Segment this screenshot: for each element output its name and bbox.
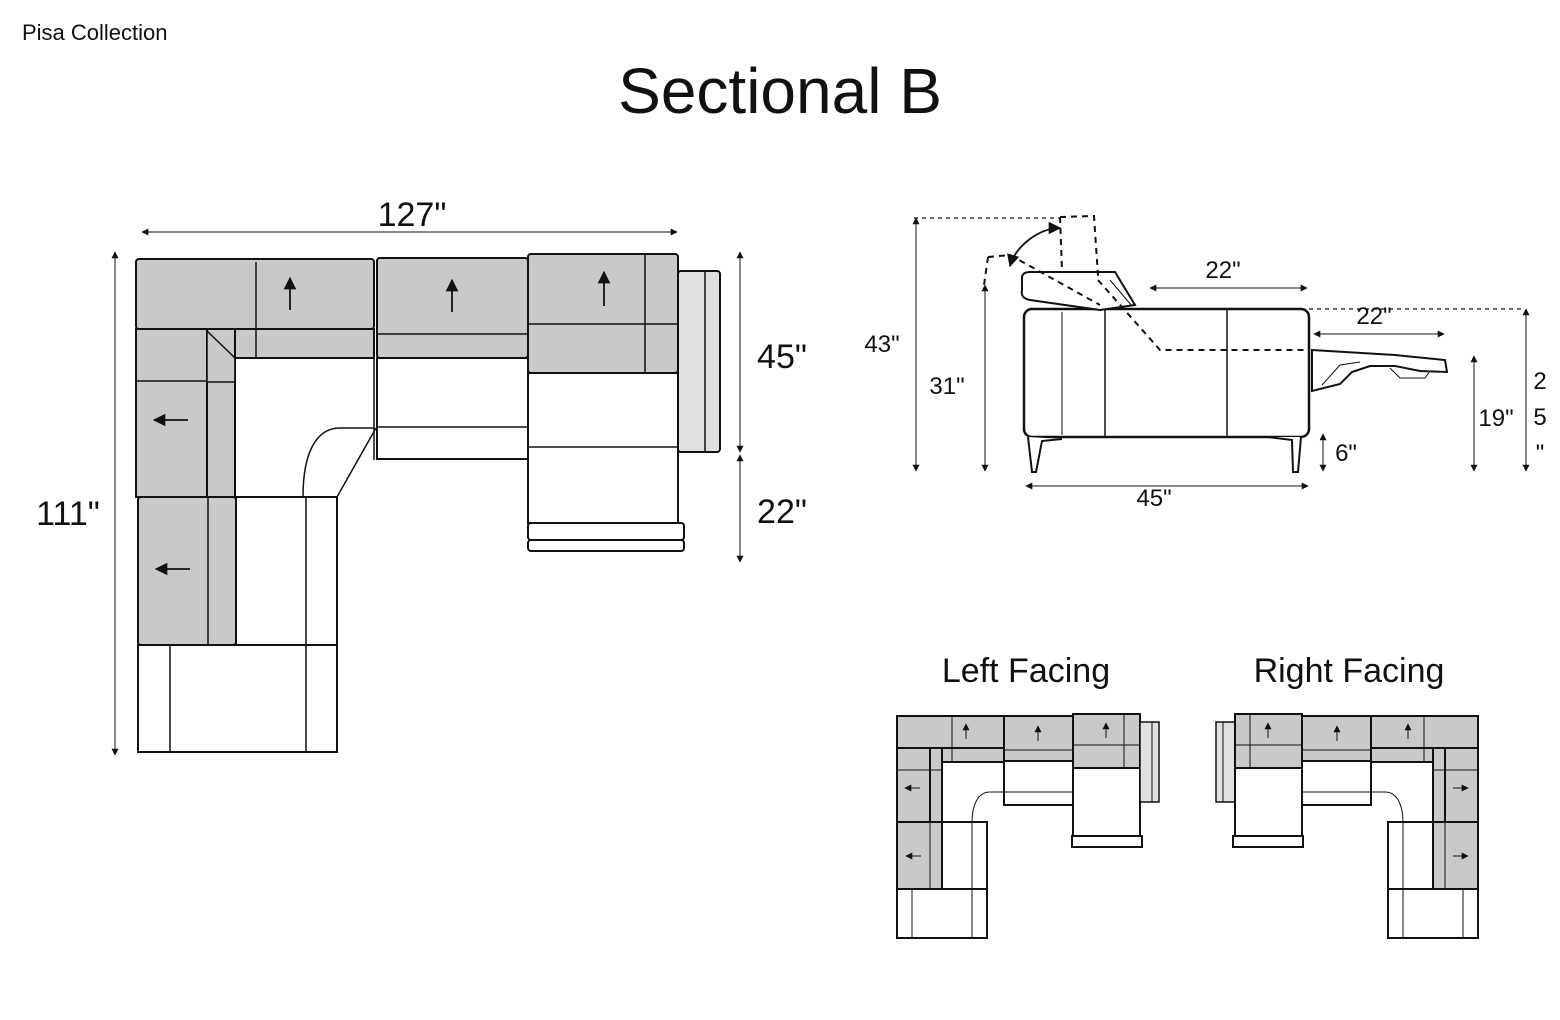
corner-left-module (135, 328, 208, 498)
left-facing-diagram (896, 713, 1160, 939)
corner-top-module (135, 258, 375, 330)
right-facing-label: Right Facing (1254, 652, 1445, 690)
side-extended-height-label: 19" (1478, 405, 1513, 432)
right-facing-diagram (1215, 713, 1479, 939)
top-view-plan: 127" 111" 45" 22" (36, 196, 807, 756)
plan-extension-label: 22" (757, 493, 807, 531)
side-body (1022, 307, 1311, 439)
right-recliner-module (527, 253, 679, 374)
left-facing-label: Left Facing (942, 652, 1110, 690)
right-arm (677, 270, 721, 453)
side-leg-label: 6" (1335, 440, 1357, 467)
plan-depth-label: 111" (36, 495, 100, 533)
side-seat-label: 22" (1205, 257, 1240, 284)
diagram-title: Sectional B (618, 55, 942, 127)
left-lower-module (137, 496, 237, 646)
left-end-module (137, 644, 338, 753)
side-depth-label: 45" (1136, 485, 1171, 512)
side-recline-label: 22" (1356, 303, 1391, 330)
side-arm-height-label: 31" (929, 373, 964, 400)
collection-name: Pisa Collection (22, 20, 168, 45)
plan-seat-depth-label: 45" (757, 338, 807, 376)
side-height-label: 43" (864, 331, 899, 358)
plan-width-label: 127" (378, 196, 447, 234)
recline-arc-arrow (1007, 221, 1062, 268)
